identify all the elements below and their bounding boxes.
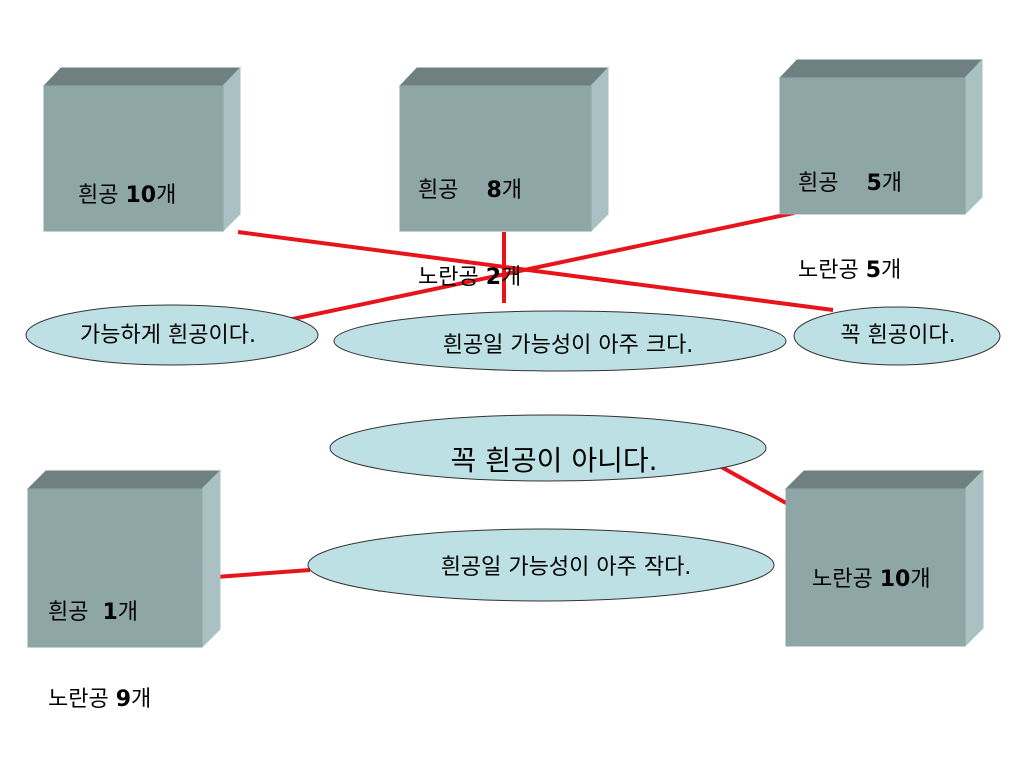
box-white-8-yellow-2 (398, 66, 610, 233)
ball-count: 5 (866, 171, 882, 196)
ellipse-label: 흰공일 가능성이 아주 크다. (442, 333, 694, 358)
box-side-face (964, 58, 983, 216)
box-label-white-10: 흰공 10개 (64, 152, 176, 210)
ball-label: 흰공 (418, 178, 487, 203)
ellipse-surely-not-white (329, 414, 767, 482)
box-side-face (222, 66, 241, 233)
box-front-face (27, 488, 203, 648)
box-top-face (784, 470, 985, 490)
ball-count: 2 (485, 265, 502, 290)
box-line: 흰공 5개 (798, 169, 902, 198)
box-white-5-yellow-5 (778, 58, 984, 216)
connector-line (287, 211, 795, 322)
ellipse-very-likely-white (333, 310, 787, 372)
ball-label: 노란공 (812, 567, 880, 592)
ellipse-maybe-white (25, 304, 319, 366)
box-front-face (43, 85, 224, 232)
ball-label: 노란공 (48, 687, 116, 712)
box-front-face (785, 488, 966, 647)
ball-label: 흰공 (48, 600, 103, 625)
ball-count: 1 (102, 600, 118, 625)
ball-count: 10 (125, 183, 157, 208)
ball-unit: 개 (501, 178, 523, 203)
ball-count: 5 (865, 258, 882, 283)
ball-label: 흰공 (78, 183, 126, 208)
box-label-white-8-yellow-2: 흰공 8개 노란공 2개 (418, 118, 522, 321)
ellipse-label: 가능하게 흰공이다. (80, 323, 256, 348)
box-top-face (778, 59, 984, 79)
box-front-face (779, 77, 966, 215)
box-line: 노란공 5개 (798, 256, 902, 285)
ellipse-label: 꼭 흰공이다. (840, 323, 956, 348)
connectors (215, 211, 834, 579)
ball-count: 10 (879, 567, 911, 592)
box-white-10 (42, 66, 242, 233)
ball-count: 9 (115, 687, 132, 712)
box-label-white-1-yellow-9: 흰공 1개 노란공 9개 (48, 540, 151, 743)
ball-unit: 개 (910, 567, 931, 592)
box-line: 노란공 9개 (48, 685, 151, 714)
ellipses (25, 304, 1001, 602)
ball-unit: 개 (881, 171, 903, 196)
box-white-1-yellow-9 (26, 469, 222, 649)
box-label-yellow-10: 노란공 10개 (798, 536, 931, 594)
ball-unit: 개 (881, 258, 902, 283)
ball-label: 노란공 (418, 265, 486, 290)
connector-line (715, 462, 787, 505)
ball-unit: 개 (501, 265, 522, 290)
ellipse-surely-white (793, 306, 1001, 366)
connector-line (237, 230, 834, 312)
box-line: 노란공 2개 (418, 263, 522, 292)
connector-line (215, 568, 311, 579)
box-side-face (964, 469, 984, 648)
box-line: 흰공 1개 (48, 598, 151, 627)
ball-count: 8 (486, 178, 502, 203)
ball-label: 노란공 (798, 258, 866, 283)
ellipse-label: 꼭 흰공이 아니다. (450, 444, 658, 477)
ball-unit: 개 (131, 687, 152, 712)
ball-unit: 개 (117, 600, 139, 625)
ball-unit: 개 (156, 183, 177, 208)
box-label-white-5-yellow-5: 흰공 5개 노란공 5개 (798, 111, 902, 314)
box-top-face (398, 67, 610, 87)
box-yellow-10 (784, 469, 985, 648)
box-top-face (26, 470, 222, 490)
box-line: 흰공 8개 (418, 176, 522, 205)
ball-label: 흰공 (798, 171, 867, 196)
box-front-face (399, 85, 592, 232)
box-top-face (42, 67, 242, 87)
ellipse-very-unlikely-white (307, 528, 775, 602)
box-side-face (201, 469, 221, 649)
box-side-face (590, 66, 609, 233)
ellipse-label: 흰공일 가능성이 아주 작다. (440, 555, 692, 580)
